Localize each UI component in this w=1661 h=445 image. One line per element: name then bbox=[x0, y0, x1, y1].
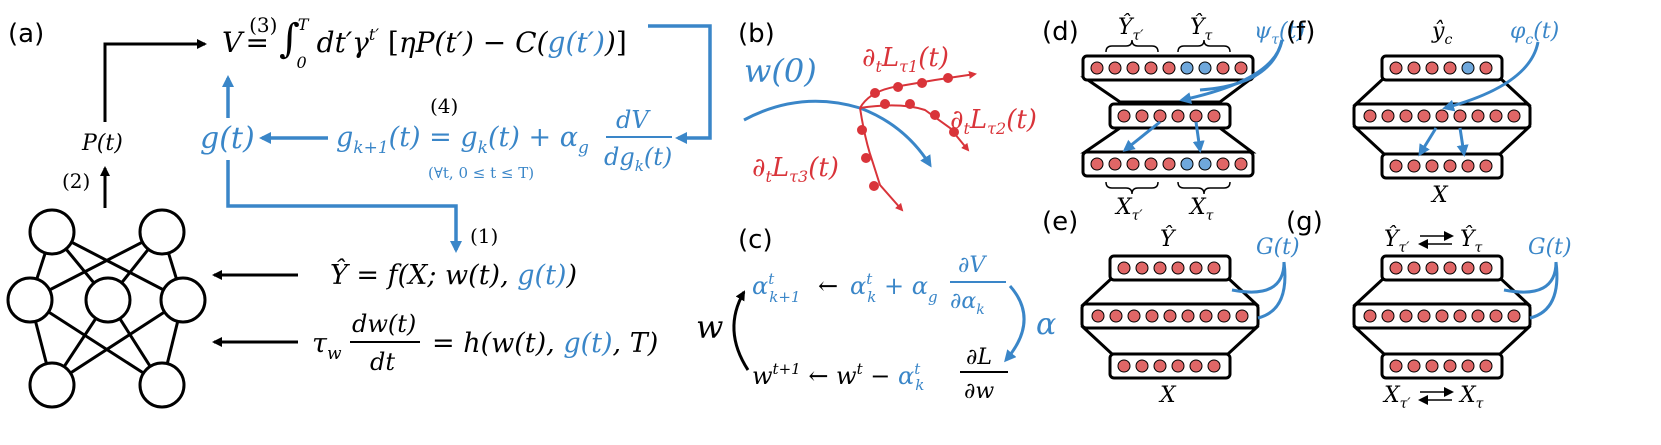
w0-label: w(0) bbox=[744, 52, 817, 90]
neural-network-icon bbox=[6, 208, 207, 409]
panel-e-label: (e) bbox=[1042, 207, 1078, 237]
e-G-label: G(t) bbox=[1256, 235, 1300, 260]
d-y-tau-prime: Ŷτ′ bbox=[1118, 13, 1144, 44]
g-y-tau: Ŷτ bbox=[1460, 225, 1483, 256]
g-of-t-label: g(t) bbox=[200, 121, 255, 156]
panel-d-label: (d) bbox=[1042, 17, 1079, 47]
brace-x-tau-prime bbox=[1105, 181, 1159, 195]
dv-dalpha-den: ∂αk bbox=[950, 289, 985, 318]
swap-arrows-bottom bbox=[1418, 387, 1454, 405]
panel-c-label: (c) bbox=[738, 225, 773, 255]
dynamics-rhs: = h(w(t), g(t), T) bbox=[432, 328, 658, 359]
loss-tau1-label: ∂tLτ1(t) bbox=[862, 43, 949, 76]
dw-numerator: dw(t) bbox=[352, 310, 416, 338]
dv-dalpha-num: ∂V bbox=[958, 253, 987, 278]
dt-denominator: dt bbox=[370, 348, 395, 376]
g-y-tau-prime: Ŷτ′ bbox=[1384, 225, 1410, 256]
eq4-number: (4) bbox=[430, 94, 458, 118]
nodes-f bbox=[1363, 61, 1521, 173]
w-trajectory bbox=[743, 99, 932, 168]
performance-label: P(t) bbox=[81, 131, 123, 156]
d-psi-label: ψτ(t) bbox=[1254, 19, 1305, 48]
eq1-number: (1) bbox=[470, 224, 498, 248]
brace-x-tau bbox=[1177, 181, 1231, 195]
g-to-network-arrow bbox=[226, 160, 462, 253]
dl-dw-den: ∂w bbox=[964, 379, 994, 404]
gain-lines-e bbox=[1231, 261, 1287, 320]
panel-f-label: (f) bbox=[1286, 17, 1315, 47]
gain-lines-g bbox=[1503, 261, 1559, 320]
d-y-tau: Ŷτ bbox=[1190, 13, 1213, 44]
g-G-label: G(t) bbox=[1528, 235, 1572, 260]
e-x-label: X bbox=[1158, 383, 1177, 408]
panel-g-label: (g) bbox=[1286, 207, 1323, 237]
loss-tau2-label: ∂tLτ2(t) bbox=[950, 105, 1037, 138]
eq2-number: (2) bbox=[62, 169, 90, 193]
nodes-d bbox=[1090, 61, 1248, 171]
alpha-update-arrow: ← bbox=[818, 272, 838, 300]
alpha-symbol: α bbox=[1036, 307, 1056, 342]
gradient-update-equation: gk+1(t) = gk(t) + αg bbox=[336, 122, 589, 158]
output-equation: Ŷ = f(X; w(t), g(t)) bbox=[330, 258, 577, 291]
brace-y-tau-prime bbox=[1105, 39, 1159, 53]
network-g bbox=[1352, 254, 1532, 380]
brace-y-tau bbox=[1177, 39, 1231, 53]
perf-to-value-arrow bbox=[103, 39, 207, 122]
f-y-c-label: ŷc bbox=[1431, 19, 1452, 48]
dynamics-equation: τw bbox=[312, 328, 342, 364]
d-x-tau: Xτ bbox=[1188, 195, 1214, 224]
dv-numerator: dV bbox=[616, 106, 651, 134]
value-to-update-arrow bbox=[648, 24, 712, 144]
dl-dw-num: ∂L bbox=[966, 345, 992, 370]
modulation-arrows-f bbox=[1418, 41, 1540, 157]
loss-points bbox=[857, 73, 959, 191]
g-x-tau: Xτ bbox=[1458, 383, 1484, 412]
e-y-label: Ŷ bbox=[1160, 225, 1177, 252]
f-phi-label: φc(t) bbox=[1510, 19, 1559, 48]
f-x-label: X bbox=[1430, 183, 1449, 208]
d-x-tau-prime: Xτ′ bbox=[1114, 195, 1143, 224]
modulation-arrows-d bbox=[1122, 39, 1284, 153]
w-symbol: w bbox=[696, 308, 723, 346]
loss-tau3-label: ∂tLτ3(t) bbox=[752, 153, 839, 186]
w-to-alpha-arrow bbox=[732, 290, 750, 371]
panel-a-label: (a) bbox=[8, 19, 44, 49]
nodes-g bbox=[1363, 261, 1521, 373]
swap-arrows-top bbox=[1418, 231, 1454, 249]
alpha-to-w-arrow bbox=[1004, 285, 1026, 363]
g-x-tau-prime: Xτ′ bbox=[1382, 383, 1411, 412]
panel-b-label: (b) bbox=[738, 19, 775, 49]
nodes-e bbox=[1091, 261, 1249, 373]
eq3-number: (3) bbox=[249, 13, 277, 37]
update-condition: (∀t, 0 ≤ t ≤ T) bbox=[428, 164, 534, 182]
dg-denominator: dgk(t) bbox=[604, 143, 672, 175]
